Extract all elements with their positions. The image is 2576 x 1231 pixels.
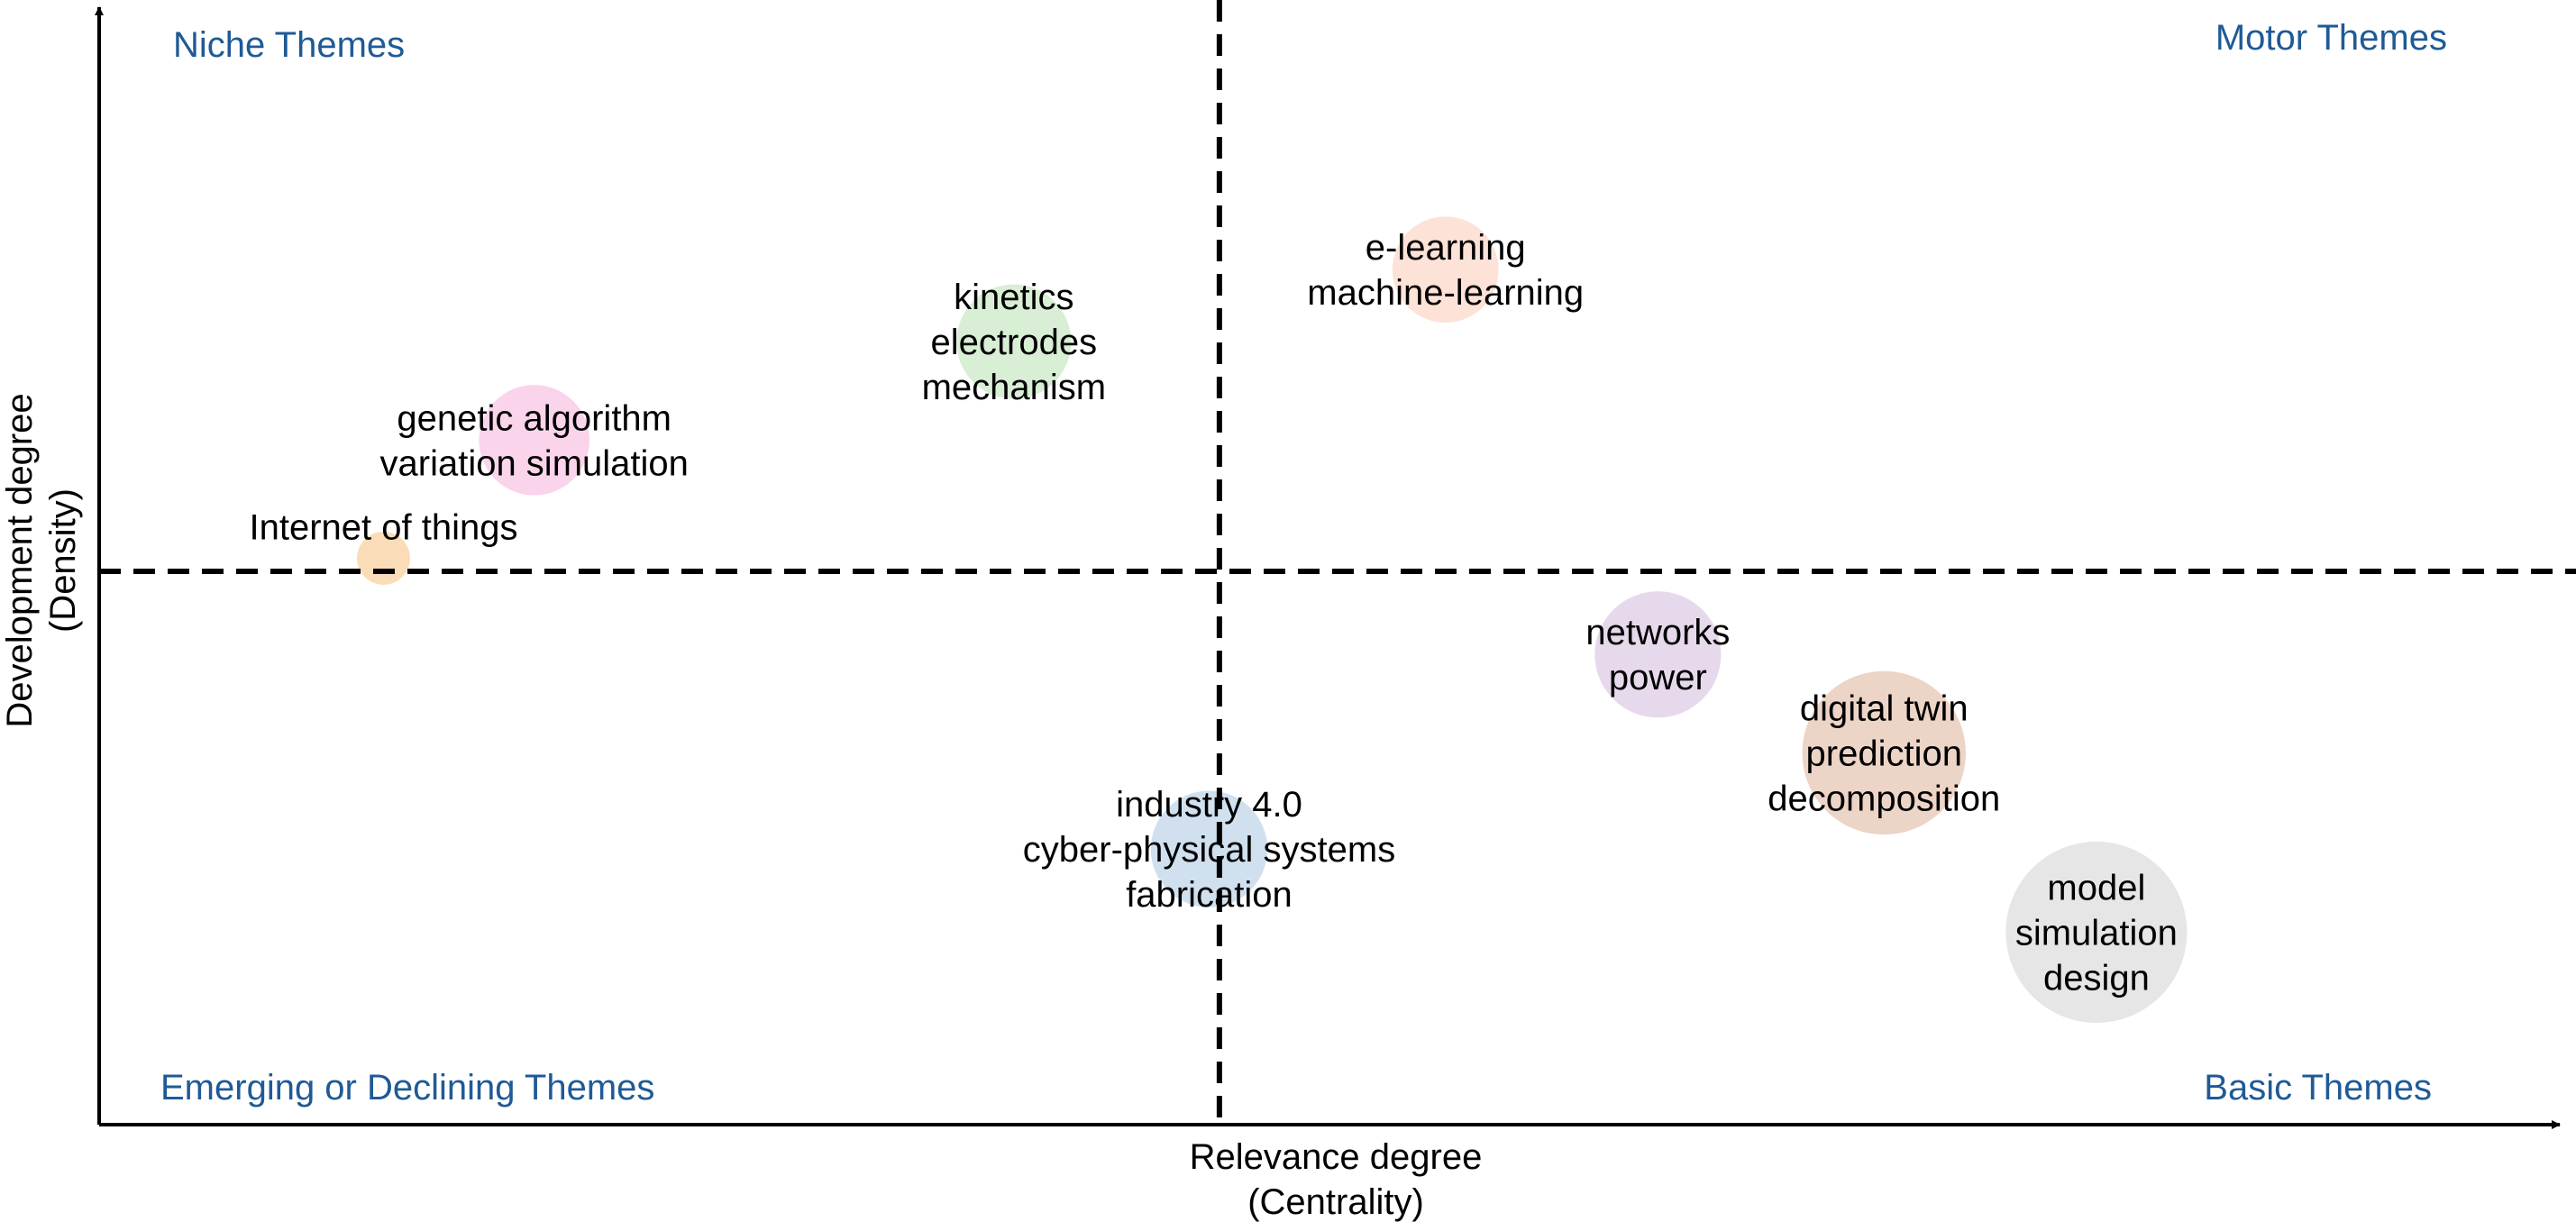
bubble-p3 bbox=[956, 284, 1072, 399]
bubble-p8 bbox=[2005, 841, 2188, 1023]
quadrant-label-basic-themes: Basic Themes bbox=[2204, 1068, 2432, 1108]
quadrant-label-emerging-or-declining-themes: Emerging or Declining Themes bbox=[160, 1068, 654, 1108]
x-axis-title: Relevance degree bbox=[1190, 1137, 1483, 1177]
bubble-label-p3-line-3: mechanism bbox=[922, 368, 1107, 407]
bubble-label-p5-line-2: power bbox=[1609, 658, 1707, 698]
bubble-label-p5-line-1: networks bbox=[1585, 613, 1730, 652]
bubble-label-p8-line-3: design bbox=[2043, 958, 2150, 998]
bubble-label-p2-line-2: variation simulation bbox=[380, 443, 689, 483]
bubble-p4 bbox=[1392, 216, 1499, 323]
bubbles-layer bbox=[357, 216, 2188, 1023]
bubble-label-p3-line-2: electrodes bbox=[931, 323, 1098, 362]
bubble-label-p6-line-3: decomposition bbox=[1768, 779, 2000, 818]
bubble-label-p6-line-1: digital twin bbox=[1800, 688, 1969, 728]
bubble-p6 bbox=[1802, 670, 1966, 835]
bubble-label-p4-line-1: e-learning bbox=[1366, 228, 1526, 268]
x-axis-subtitle: (Centrality) bbox=[1247, 1182, 1424, 1222]
bubble-label-p6-line-2: prediction bbox=[1806, 734, 1962, 773]
bubble-label-p7-line-1: industry 4.0 bbox=[1116, 785, 1302, 825]
bubble-label-p7-line-3: fabrication bbox=[1126, 875, 1293, 915]
quadrant-label-niche-themes: Niche Themes bbox=[173, 25, 405, 65]
bubble-p5 bbox=[1594, 591, 1722, 718]
bubble-label-p4-line-2: machine-learning bbox=[1307, 273, 1584, 313]
bubble-p7 bbox=[1150, 790, 1268, 907]
bubble-labels-layer: Internet of things genetic algorithm varia… bbox=[249, 228, 2177, 998]
bubble-p2 bbox=[479, 385, 589, 496]
bubble-label-p7-line-2: cyber-physical systems bbox=[1023, 830, 1395, 870]
y-axis-subtitle: (Density) bbox=[43, 488, 83, 633]
bubble-label-p1-line-1: Internet of things bbox=[249, 507, 517, 547]
bubble-p1 bbox=[357, 532, 410, 585]
bubble-label-p8-line-2: simulation bbox=[2015, 913, 2178, 953]
bubble-label-p3-line-1: kinetics bbox=[954, 278, 1073, 317]
y-axis-title: Development degree bbox=[0, 393, 40, 727]
bubble-label-p2-line-1: genetic algorithm bbox=[397, 398, 671, 438]
quadrant-label-motor-themes: Motor Themes bbox=[2215, 18, 2447, 58]
bubble-label-p8-line-1: model bbox=[2047, 868, 2145, 907]
